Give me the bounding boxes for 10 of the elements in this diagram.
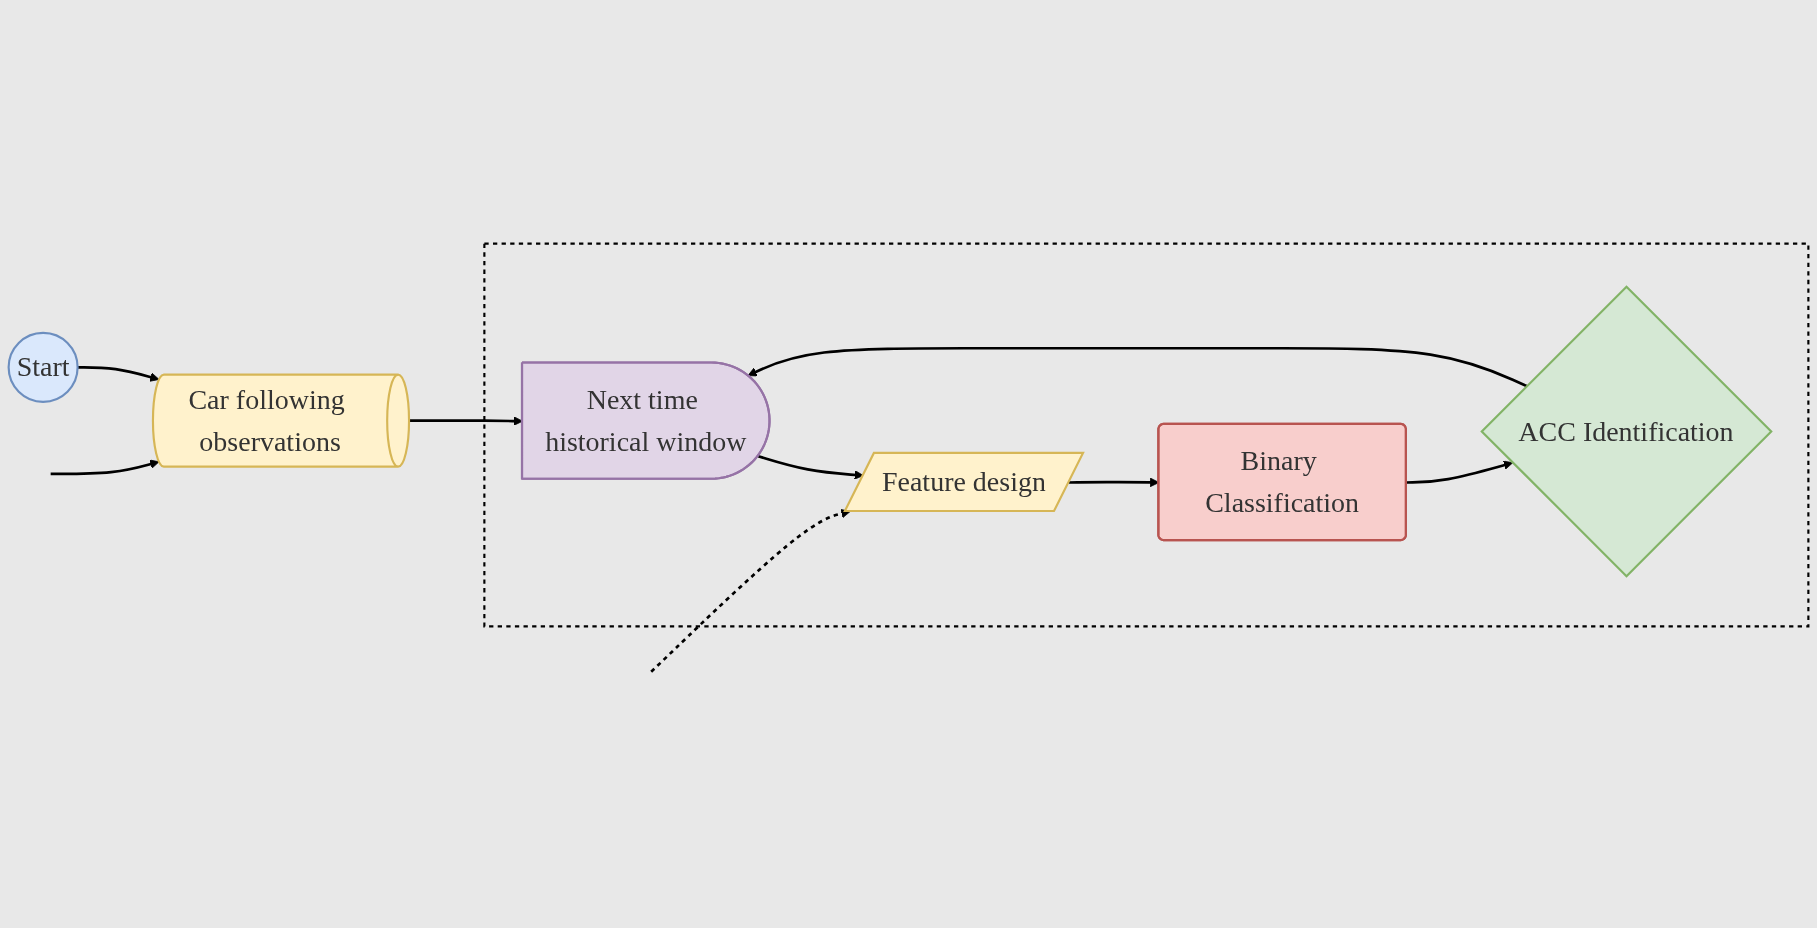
arrow bbox=[409, 416, 523, 426]
arrow bbox=[77, 365, 160, 382]
arrow bbox=[650, 508, 851, 673]
arrow bbox=[747, 346, 1528, 388]
node-circle: Start bbox=[7, 331, 79, 403]
node-text: Car following observations bbox=[188, 383, 345, 458]
arrow bbox=[50, 459, 160, 476]
arrow bbox=[1406, 460, 1514, 484]
cluster bbox=[483, 242, 1810, 628]
node-diamond: ACC Identification bbox=[1480, 285, 1773, 578]
